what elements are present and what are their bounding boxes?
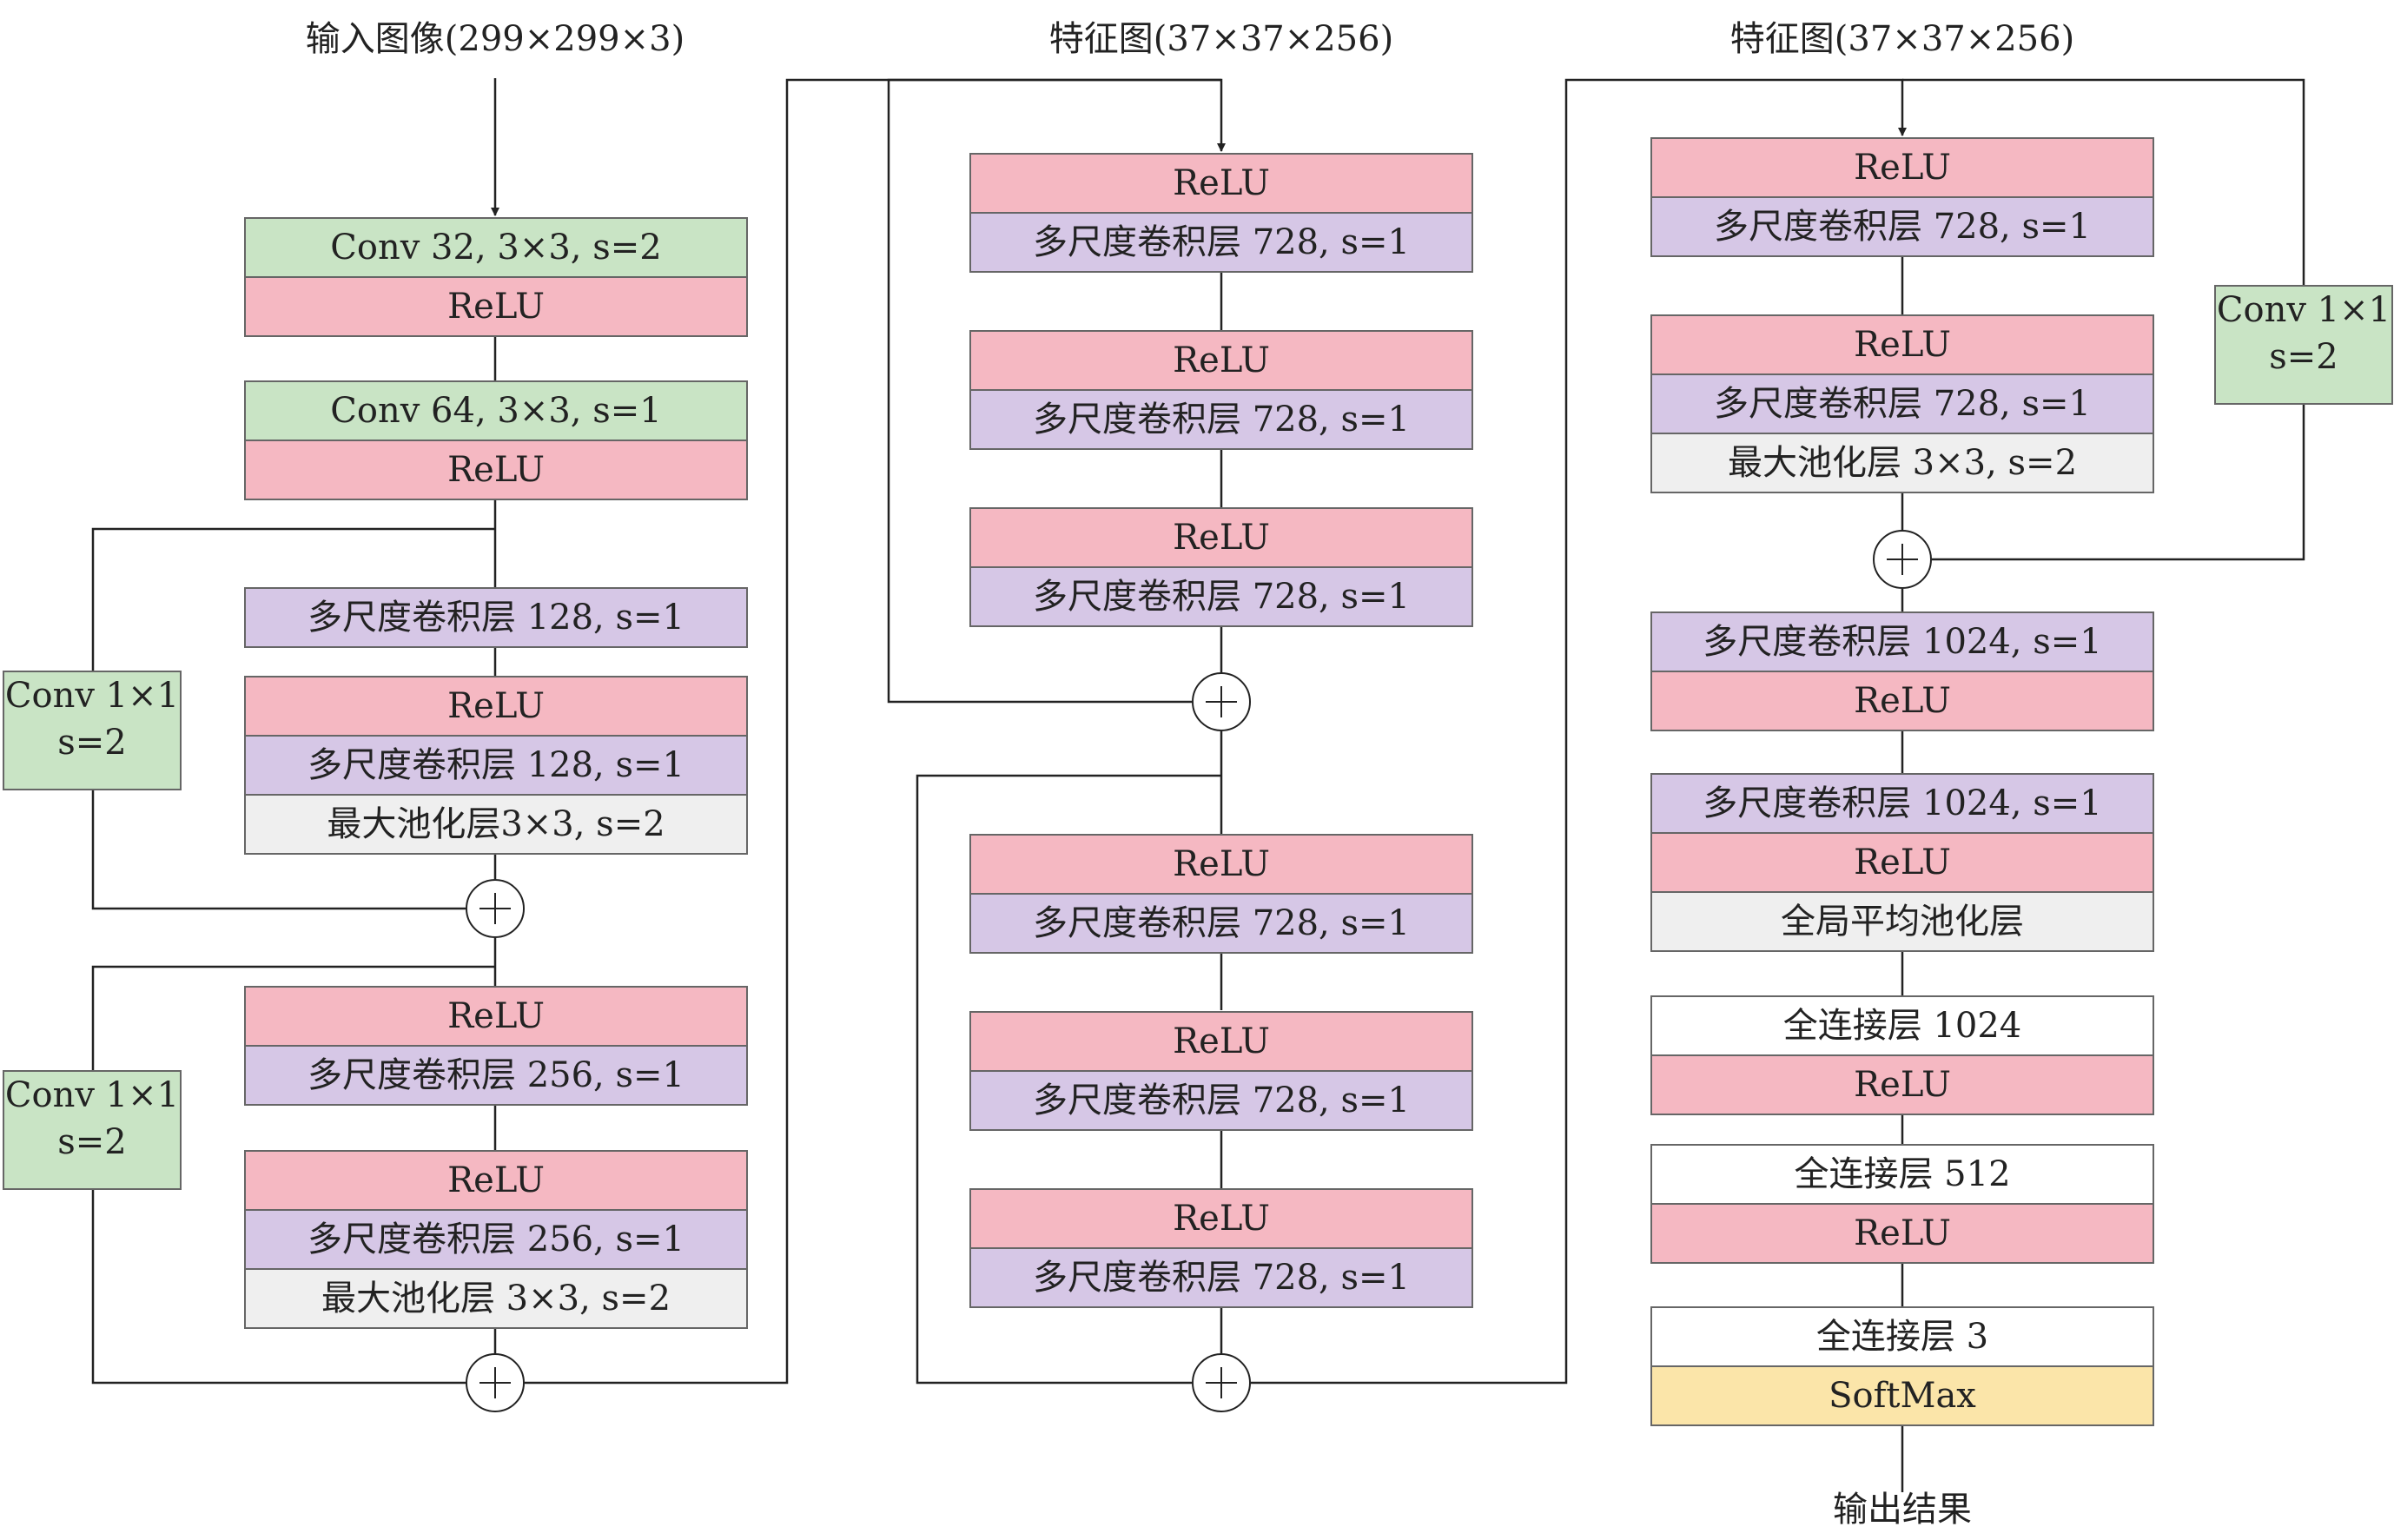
relu-layer: ReLU — [969, 1188, 1473, 1249]
relu-layer: ReLU — [1650, 671, 2154, 731]
relu-layer: ReLU — [244, 986, 748, 1047]
multiscale-conv-256-layer: 多尺度卷积层 256, s=1 — [244, 1209, 748, 1270]
multiscale-conv-256-layer: 多尺度卷积层 256, s=1 — [244, 1045, 748, 1106]
multiscale-conv-728-layer: 多尺度卷积层 728, s=1 — [969, 893, 1473, 954]
max-pool-layer: 最大池化层 3×3, s=2 — [244, 1268, 748, 1329]
multiscale-conv-728-layer: 多尺度卷积层 728, s=1 — [969, 1247, 1473, 1308]
relu-layer: ReLU — [969, 1011, 1473, 1072]
add-junction — [1192, 1353, 1251, 1412]
input-image-label: 输入图像(299×299×3) — [305, 19, 685, 59]
fully-connected-512-layer: 全连接层 512 — [1650, 1144, 2154, 1205]
relu-layer: ReLU — [969, 507, 1473, 568]
multiscale-conv-728-layer: 多尺度卷积层 728, s=1 — [1650, 373, 2154, 434]
multiscale-conv-728-layer: 多尺度卷积层 728, s=1 — [969, 212, 1473, 273]
multiscale-conv-728-layer: 多尺度卷积层 728, s=1 — [969, 566, 1473, 627]
add-junction — [1873, 530, 1932, 589]
relu-layer: ReLU — [1650, 1203, 2154, 1264]
multiscale-conv-728-layer: 多尺度卷积层 728, s=1 — [1650, 196, 2154, 257]
shortcut-path-2 — [91, 965, 495, 1071]
relu-layer: ReLU — [969, 330, 1473, 391]
relu-layer: ReLU — [244, 440, 748, 500]
conv64-layer: Conv 64, 3×3, s=1 — [244, 380, 748, 441]
output-label: 输出结果 — [1833, 1490, 1972, 1530]
relu-layer: ReLU — [244, 276, 748, 337]
link-col2-col3 — [1251, 78, 1907, 1385]
relu-layer: ReLU — [1650, 137, 2154, 198]
add-junction — [466, 1353, 525, 1412]
relu-layer: ReLU — [1650, 314, 2154, 375]
multiscale-conv-128-layer: 多尺度卷积层 128, s=1 — [244, 735, 748, 796]
multiscale-conv-728-layer: 多尺度卷积层 728, s=1 — [969, 389, 1473, 450]
softmax-layer: SoftMax — [1650, 1365, 2154, 1426]
multiscale-conv-128-layer: 多尺度卷积层 128, s=1 — [244, 587, 748, 648]
relu-layer: ReLU — [1650, 1054, 2154, 1115]
relu-layer: ReLU — [969, 153, 1473, 214]
relu-layer: ReLU — [244, 676, 748, 737]
conv32-layer: Conv 32, 3×3, s=2 — [244, 217, 748, 278]
fully-connected-1024-layer: 全连接层 1024 — [1650, 995, 2154, 1056]
feature-map-label-1: 特征图(37×37×256) — [1048, 19, 1394, 59]
multiscale-conv-1024-layer: 多尺度卷积层 1024, s=1 — [1650, 611, 2154, 672]
multiscale-conv-1024-layer: 多尺度卷积层 1024, s=1 — [1650, 773, 2154, 834]
shortcut-path-1 — [91, 527, 495, 671]
link-col1-col2 — [525, 78, 1226, 1385]
relu-layer: ReLU — [969, 834, 1473, 895]
residual-path-2 — [916, 774, 1221, 1385]
max-pool-layer: 最大池化层3×3, s=2 — [244, 794, 748, 855]
relu-layer: ReLU — [244, 1150, 748, 1211]
feature-map-label-2: 特征图(37×37×256) — [1729, 19, 2075, 59]
relu-layer: ReLU — [1650, 832, 2154, 893]
shortcut-path-3 — [1902, 78, 2305, 285]
global-average-pool-layer: 全局平均池化层 — [1650, 891, 2154, 952]
fully-connected-3-layer: 全连接层 3 — [1650, 1306, 2154, 1367]
residual-path-1 — [887, 78, 1221, 704]
add-junction — [466, 879, 525, 938]
add-junction — [1192, 672, 1251, 731]
multiscale-conv-728-layer: 多尺度卷积层 728, s=1 — [969, 1070, 1473, 1131]
max-pool-layer: 最大池化层 3×3, s=2 — [1650, 433, 2154, 493]
